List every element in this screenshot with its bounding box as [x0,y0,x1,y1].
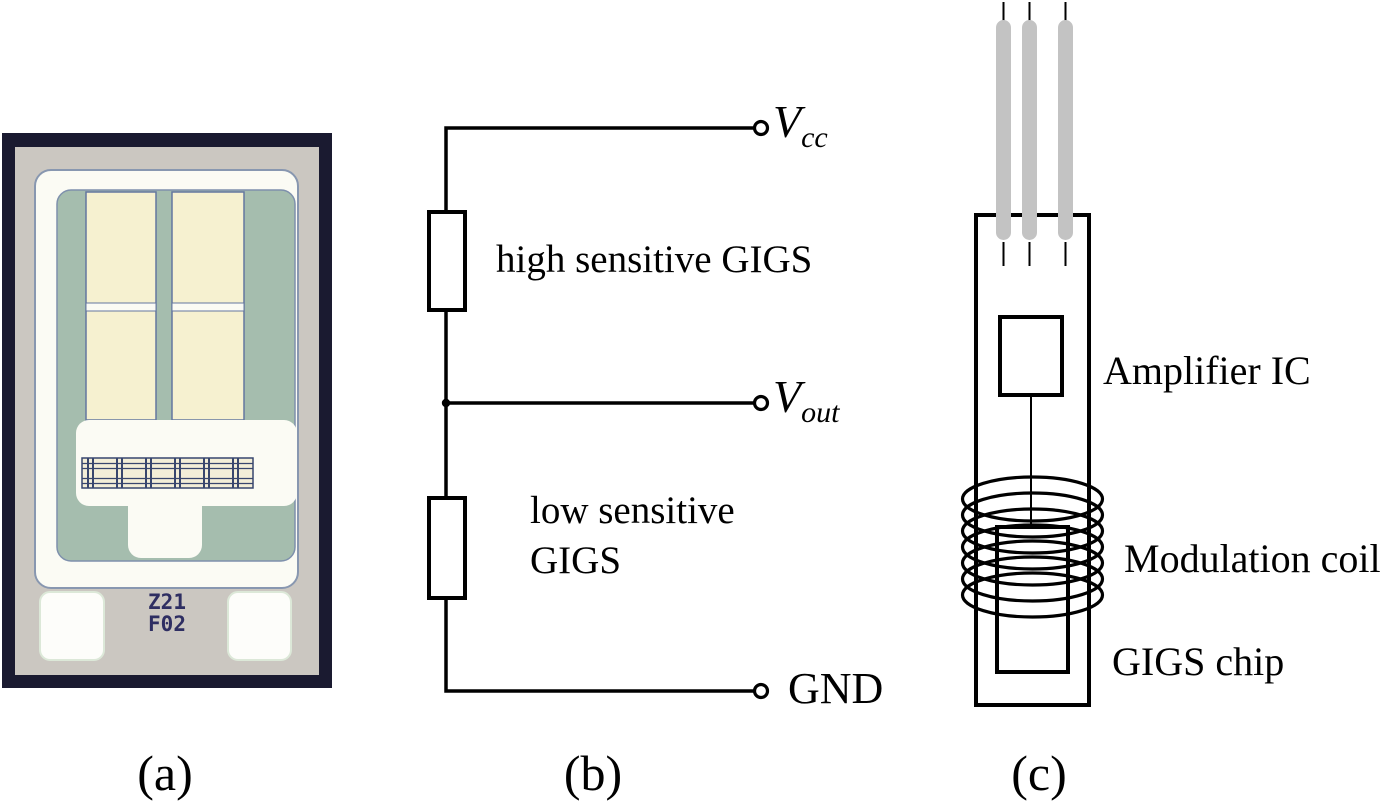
strip-divider-right [171,302,245,312]
vout-subscript: out [801,396,840,430]
circuit-wires [444,126,754,693]
gigs-chip-label: GIGS chip [1112,639,1285,684]
vcc-label: Vcc [773,96,828,152]
chip-micrograph [2,133,332,688]
pin-wire-bottoms [1002,242,1067,266]
circuit-schematic [427,119,770,700]
package-outline [974,213,1091,707]
bond-pad-right [227,591,292,661]
metal-tab [128,468,202,558]
panel-label-a: (a) [137,745,193,801]
pin-left [996,20,1011,240]
junction-dot [441,398,451,408]
resistor-bottom-label: low sensitive GIGS [530,486,735,586]
amplifier-ic-label: Amplifier IC [1103,348,1311,393]
comb-structure [81,457,254,489]
modulation-coil [960,475,1105,619]
resistor-bottom-line2: GIGS [530,538,622,582]
chip-marking: Z21 F02 [139,591,195,635]
chip-marking-line1: Z21 [148,590,186,614]
resistor-low-sensitive [427,496,467,600]
pin-center [1022,20,1037,240]
gnd-label: GND [788,664,884,713]
vout-symbol: V [773,371,802,422]
resistor-high-sensitive [427,210,467,312]
sensor-package-diagram [960,2,1105,707]
modulation-coil-label: Modulation coil [1124,536,1381,581]
vcc-subscript: cc [801,121,828,155]
bond-pad-left [39,591,105,661]
amplifier-ic-box [998,315,1064,397]
panel-label-b: (b) [563,745,623,801]
panel-label-c: (c) [1011,745,1067,801]
resistor-bottom-line1: low sensitive [530,489,735,532]
vcc-symbol: V [773,96,802,147]
terminal-vcc [752,119,770,137]
pin-right [1058,20,1073,240]
chip-marking-line2: F02 [148,612,186,636]
terminal-vout [752,394,770,412]
vout-label: Vout [773,371,839,427]
strip-divider-left [85,302,157,312]
terminal-gnd [752,682,770,700]
resistor-top-label: high sensitive GIGS [496,238,813,281]
pin-wire-tops [1002,2,1067,22]
